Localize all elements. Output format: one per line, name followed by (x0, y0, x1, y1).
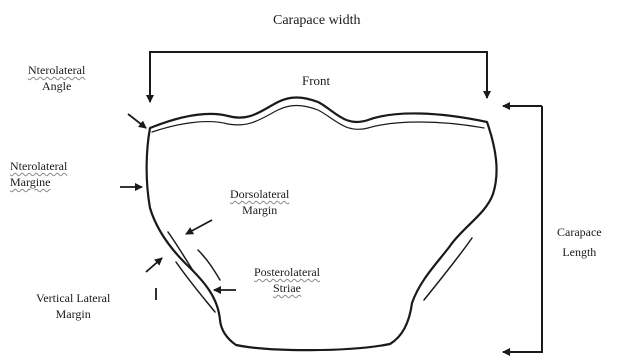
vertical-lateral-margin-label: Vertical Lateral Margin (36, 290, 110, 322)
vertical-lateral-margin-pointer (145, 257, 163, 273)
dorsolateral-margin-pointer (185, 219, 213, 235)
dorsolateral-margin-label: Dorsolateral Margin (230, 186, 289, 218)
carapace-length-bracket (502, 102, 543, 356)
carapace-width-label: Carapace width (273, 13, 361, 28)
posterolateral-striae-label-line2: Striae (272, 281, 301, 295)
dorsolateral-margin-label-line1: Dorsolateral (230, 187, 290, 201)
vertical-lateral-margin-label-line2: Margin (55, 307, 91, 321)
carapace-striae (167, 231, 473, 313)
anterolateral-margin-label: Nterolateral Margine (10, 158, 67, 190)
posterolateral-striae-label-line1: Posterolateral (254, 265, 320, 279)
pointer-arrows (120, 113, 236, 300)
carapace-outline (145, 96, 498, 352)
dorsolateral-margin-label-line2: Margin (242, 203, 278, 217)
posterolateral-striae-label: Posterolateral Striae (254, 264, 320, 296)
anterolateral-angle-label-line2: Angle (41, 79, 72, 93)
anterolateral-angle-label-line1: Nterolateral (28, 63, 86, 77)
carapace-length-label-line1: Carapace (557, 225, 602, 239)
anterolateral-margin-label-line2: Margine (10, 175, 51, 189)
carapace-width-bracket (146, 51, 491, 103)
anterolateral-margin-label-line1: Nterolateral (10, 159, 68, 173)
anterolateral-angle-pointer (127, 113, 147, 129)
anterolateral-angle-label: Nterolateral Angle (28, 62, 85, 94)
carapace-length-label-line2: Length (562, 245, 597, 259)
vertical-lateral-margin-label-line1: Vertical Lateral (36, 291, 111, 305)
front-label: Front (302, 73, 331, 88)
carapace-length-label: Carapace Length (557, 222, 602, 262)
